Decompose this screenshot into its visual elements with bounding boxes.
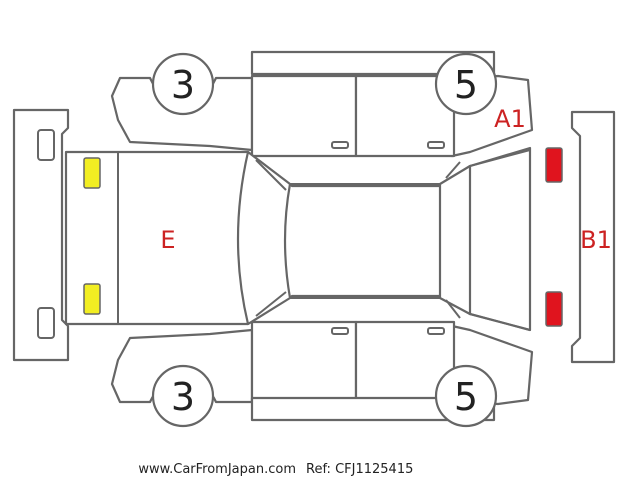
rear-left-lamp-marker [545,147,563,183]
front-bumper [12,108,70,362]
rear-bumper [570,110,616,364]
wheel-front-right-grade: 3 [171,375,195,419]
rear-right-lamp-marker [545,291,563,327]
damage-code-front-fender: A1 [494,105,526,133]
wheel-front-left-grade: 3 [171,63,195,107]
wheel-front-left: 3 [151,52,215,116]
damage-code-hood: E [160,226,175,254]
wheel-front-right: 3 [151,364,215,428]
wheel-rear-left: 5 [434,52,498,116]
damage-code-rear-bumper: B1 [580,226,612,254]
footer-site: www.CarFromJapan.com [138,462,296,477]
car-body-top-view [64,146,532,332]
front-right-lamp-marker [83,283,101,315]
front-left-lamp-marker [83,157,101,189]
wheel-rear-left-grade: 5 [454,63,478,107]
footer-ref: Ref: CFJ1125415 [306,462,413,477]
wheel-rear-right-grade: 5 [454,375,478,419]
wheel-rear-right: 5 [434,364,498,428]
